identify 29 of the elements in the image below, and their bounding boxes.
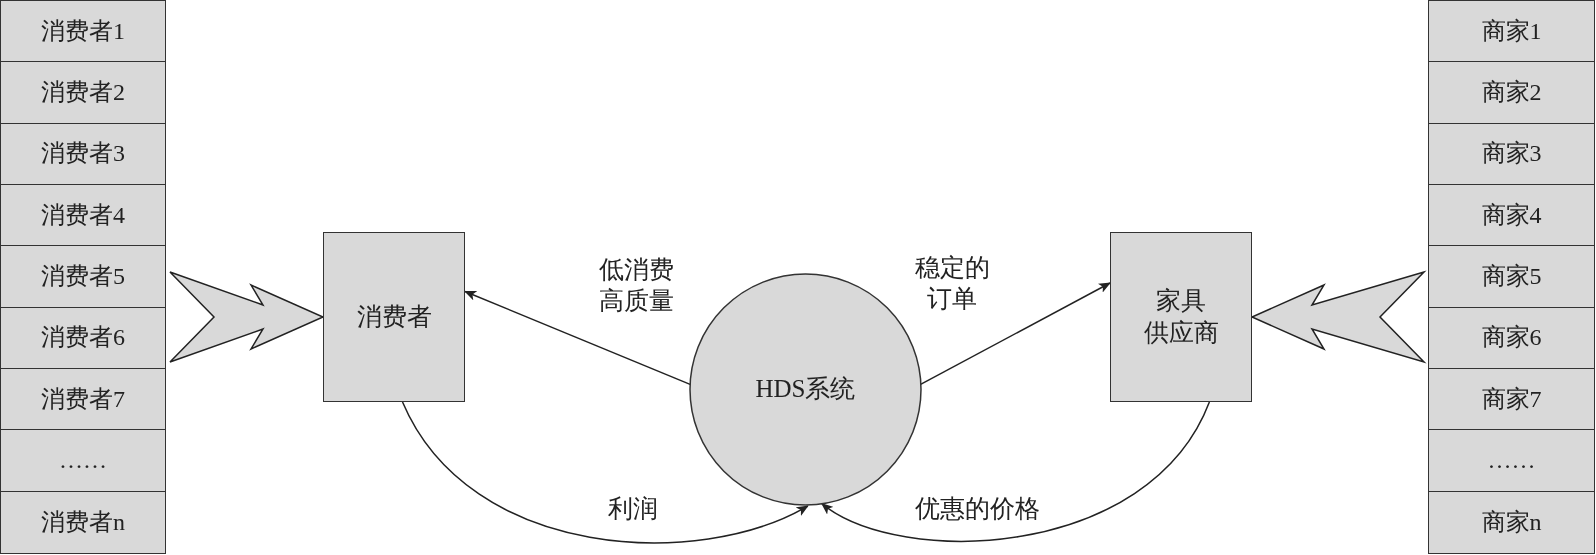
cell-text: 商家2 bbox=[1481, 77, 1542, 107]
cell-text: 商家1 bbox=[1481, 16, 1542, 46]
cell-text: 消费者n bbox=[41, 507, 125, 537]
cell-text: 消费者3 bbox=[41, 139, 125, 169]
cell-text: 商家7 bbox=[1481, 384, 1542, 414]
cell-text: 商家6 bbox=[1481, 323, 1542, 353]
arrow bbox=[401, 401, 809, 544]
cell-text: 商家5 bbox=[1481, 261, 1542, 291]
block-arrow bbox=[169, 271, 325, 363]
process-box bbox=[1110, 232, 1252, 402]
node-label: 消费者 bbox=[356, 301, 432, 332]
cell-text: …… bbox=[59, 445, 107, 475]
cell-text: 商家3 bbox=[1481, 139, 1542, 169]
cell-text: 消费者6 bbox=[41, 323, 125, 353]
arrow bbox=[820, 401, 1211, 542]
cell-text: …… bbox=[1487, 445, 1536, 475]
list-column bbox=[0, 0, 166, 554]
cell-text: 消费者5 bbox=[41, 261, 125, 291]
node-label: 家具供应商 bbox=[1143, 285, 1219, 348]
process-box bbox=[323, 232, 465, 402]
cell-text: 消费者2 bbox=[41, 77, 125, 107]
cell-text: 商家4 bbox=[1481, 200, 1542, 230]
block-arrow bbox=[1250, 270, 1427, 364]
cell-text: 消费者1 bbox=[41, 16, 125, 46]
list-column bbox=[1428, 0, 1595, 554]
cell-text: 商家n bbox=[1481, 507, 1542, 537]
cell-text: 消费者7 bbox=[41, 384, 125, 414]
cell-text: 消费者4 bbox=[41, 200, 125, 230]
node-label: HDS系统 bbox=[755, 374, 856, 405]
